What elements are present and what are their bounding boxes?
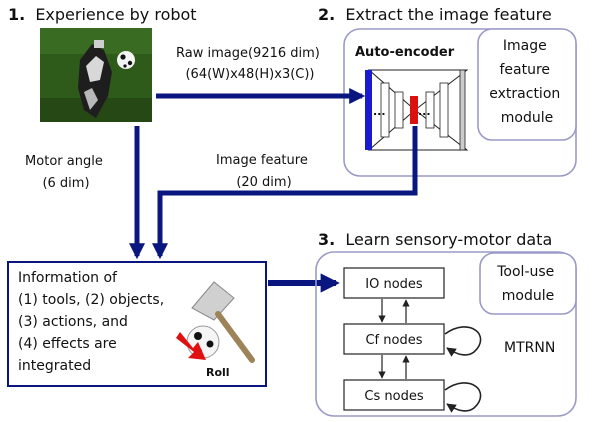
- image-feature-arrow: [151, 126, 418, 260]
- raw-image-line-1: Raw image(9216 dim): [176, 46, 320, 61]
- tool-use-module: [315, 251, 577, 417]
- tool-use-label-box: [479, 252, 577, 315]
- image-feature-line-2: (20 dim): [236, 175, 291, 190]
- info-line-1: Information of: [18, 270, 118, 286]
- step-2-title: Extract the image feature: [345, 5, 551, 24]
- info-line-5: integrated: [18, 358, 91, 374]
- cf-nodes-label: Cf nodes: [365, 333, 422, 348]
- step-3-number: 3.: [318, 230, 335, 249]
- motor-angle-line-2: (6 dim): [42, 176, 89, 191]
- tool-use-line-1: Tool-use: [496, 264, 554, 280]
- info-line-3: (3) actions, and: [18, 314, 128, 330]
- step-3-title: Learn sensory-motor data: [345, 230, 552, 249]
- tool-use-line-2: module: [502, 288, 554, 304]
- motor-angle-line-1: Motor angle: [25, 154, 103, 169]
- raw-image-label: Raw image(9216 dim) (64(W)x48(H)x3(C)): [176, 46, 324, 82]
- motor-angle-label: Motor angle (6 dim): [25, 154, 107, 191]
- autoencoder-title: Auto-encoder: [355, 45, 455, 60]
- raw-image-line-2: (64(W)x48(H)x3(C)): [185, 67, 314, 82]
- step-2-heading: 2. Extract the image feature: [318, 5, 552, 24]
- decoder-dots: ...: [418, 105, 431, 118]
- cf-recurrent-loop: [444, 326, 482, 357]
- image-module-line-3: extraction: [489, 86, 560, 102]
- robot-camera-image: [40, 28, 152, 122]
- tool-ball-illustration: Roll: [176, 281, 255, 379]
- step-1-title: Experience by robot: [35, 5, 196, 24]
- encoder-input-layer: [365, 70, 372, 150]
- image-module-line-4: module: [501, 110, 553, 126]
- cf-nodes-box: [343, 323, 445, 355]
- info-line-4: (4) effects are: [18, 336, 117, 352]
- cs-nodes-box: [343, 379, 445, 411]
- decoder-output-layer: [459, 69, 466, 151]
- cs-recurrent-loop: [444, 382, 482, 413]
- autoencoder-network: ... ...: [365, 69, 469, 151]
- info-line-2: (1) tools, (2) objects,: [18, 292, 164, 308]
- io-nodes-box: [343, 267, 445, 299]
- step-3-heading: 3. Learn sensory-motor data: [318, 230, 552, 249]
- step-1-number: 1.: [8, 5, 25, 24]
- mtrnn-label: MTRNN: [504, 340, 555, 356]
- step-2-number: 2.: [318, 5, 335, 24]
- image-module-label: Image feature extraction module: [489, 38, 564, 126]
- encoder-dots: ...: [373, 105, 386, 118]
- image-module-line-2: feature: [500, 62, 551, 78]
- tool-use-label: Tool-use module: [496, 264, 558, 304]
- image-module-line-1: Image: [503, 38, 547, 54]
- step-1-heading: 1. Experience by robot: [8, 5, 197, 24]
- roll-label: Roll: [206, 366, 230, 379]
- image-feature-label: Image feature (20 dim): [216, 153, 312, 190]
- cs-nodes-label: Cs nodes: [364, 389, 423, 404]
- information-text: Information of (1) tools, (2) objects, (…: [18, 270, 169, 374]
- io-nodes-label: IO nodes: [365, 277, 423, 292]
- image-feature-line-1: Image feature: [216, 153, 308, 168]
- image-module-label-box: [477, 28, 577, 141]
- bottleneck-layer: [410, 96, 418, 124]
